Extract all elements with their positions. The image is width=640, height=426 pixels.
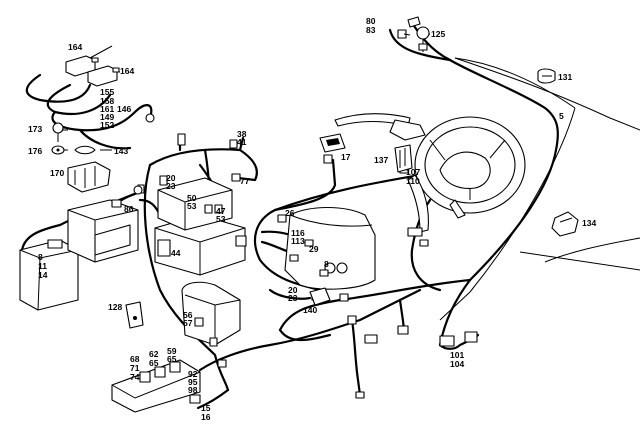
- bolt-125: [416, 26, 430, 52]
- clip-143: [74, 145, 96, 155]
- callout-101-104: 101 104: [450, 350, 467, 369]
- callout-labels: 164 164 155 158 161 149 152 146 173 176 …: [28, 16, 596, 422]
- bracket-170: [67, 161, 111, 193]
- callout-170: 170: [50, 168, 64, 178]
- callout-131: 131: [558, 72, 572, 82]
- callout-164b: 164: [120, 66, 134, 76]
- callout-146: 146: [117, 104, 131, 114]
- switch-137: [394, 144, 413, 173]
- callout-77: 77: [240, 176, 250, 186]
- callout-173: 173: [28, 124, 42, 134]
- leader-lines: [62, 33, 430, 151]
- callout-176: 176: [28, 146, 42, 156]
- vertical-cable: [347, 315, 365, 399]
- callout-80-83: 80 83: [366, 16, 378, 35]
- callout-137: 137: [374, 155, 388, 165]
- callout-59-65: 59 65: [167, 346, 179, 364]
- clip-176: [51, 145, 65, 155]
- callout-20-23-a: 20 23: [166, 173, 178, 191]
- part-17: [319, 133, 346, 153]
- steering-wheel: [414, 116, 526, 214]
- steering-column-stalk: [334, 113, 466, 237]
- callout-50-53: 50 53: [187, 193, 199, 211]
- callout-56-57: 56 57: [183, 310, 195, 328]
- connector-80: [407, 16, 421, 28]
- callout-29: 29: [309, 244, 319, 254]
- control-unit-upper: [157, 177, 233, 231]
- callout-86: 86: [124, 204, 134, 214]
- callout-134: 134: [582, 218, 596, 228]
- relay-140: [309, 287, 331, 306]
- instrument-housing: [284, 207, 376, 290]
- fuse-housing: [67, 199, 139, 263]
- vehicle-body-outline: [439, 57, 640, 321]
- callout-62-65: 62 65: [149, 349, 161, 368]
- callout-125: 125: [431, 29, 445, 39]
- clip-131: [537, 68, 556, 84]
- callout-20-23-b: 20 23: [288, 285, 300, 303]
- callout-116-113: 116 113: [291, 228, 307, 246]
- screw-173: [52, 122, 64, 142]
- callout-164a: 164: [68, 42, 82, 52]
- callout-140: 140: [303, 305, 317, 315]
- callout-47-53: 47 53: [216, 206, 228, 224]
- wiring-harness: [20, 18, 559, 410]
- callout-143: 143: [114, 146, 128, 156]
- part-134: [551, 211, 579, 237]
- relay-box: [154, 214, 247, 276]
- callout-155-158: 155 158: [100, 87, 117, 106]
- callout-8-11-14: 8 11 14: [38, 252, 49, 280]
- callout-8b: 8: [324, 259, 329, 269]
- connector-128: [125, 301, 144, 329]
- callout-128: 128: [108, 302, 122, 312]
- plug-164: [65, 55, 120, 87]
- headlamp-assembly: [19, 239, 79, 311]
- callout-44: 44: [171, 248, 181, 258]
- callout-68-71-74: 68 71 74: [130, 354, 142, 382]
- callout-5: 5: [559, 111, 564, 121]
- callout-38-41: 38 41: [237, 129, 249, 147]
- control-unit-lower: [181, 281, 241, 346]
- switch-cluster: [111, 359, 201, 413]
- callout-17: 17: [341, 152, 351, 162]
- callout-161-149-152: 161 149 152: [100, 104, 117, 130]
- callout-92-95-98: 92 95 98: [188, 369, 200, 395]
- callout-26: 26: [285, 208, 295, 218]
- callout-107-110: 107 110: [406, 167, 423, 186]
- nut-part: [133, 113, 155, 195]
- callout-15-16: 15 16: [201, 403, 213, 422]
